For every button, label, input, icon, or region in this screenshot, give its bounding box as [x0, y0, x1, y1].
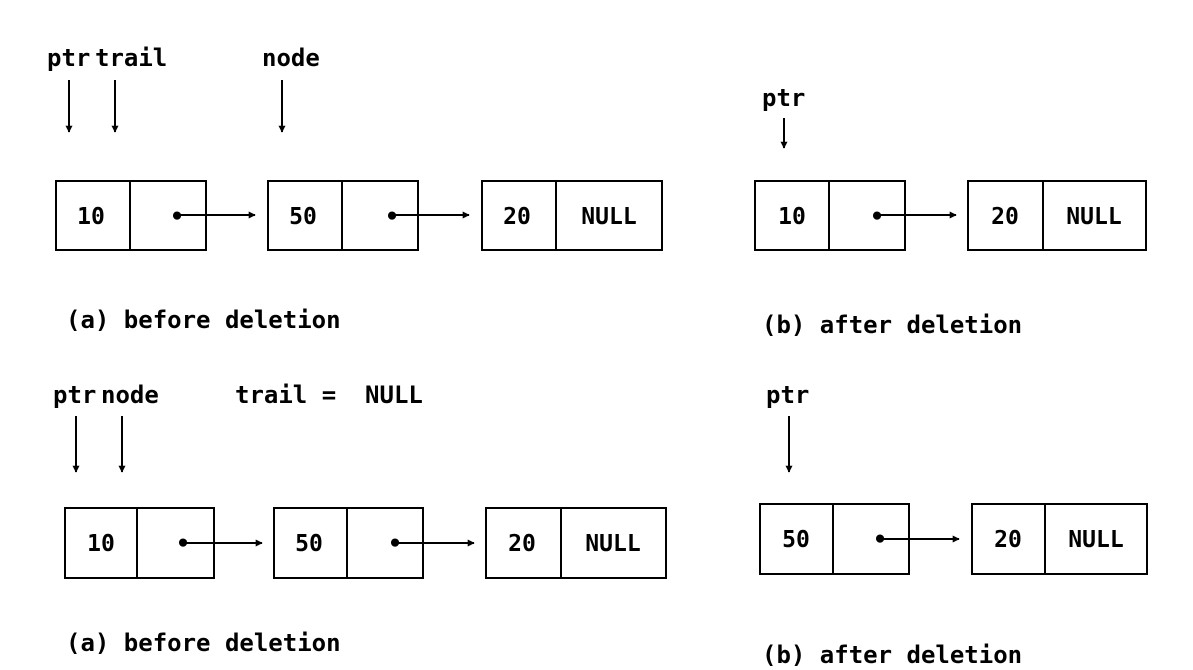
node-value: 50 — [782, 527, 810, 553]
node-link-dot: • — [385, 204, 399, 230]
list-node: 20 NULL — [971, 503, 1148, 575]
list-node: 10 • — [64, 507, 215, 579]
pointer-label-node: node — [101, 381, 159, 409]
node-box — [971, 503, 1148, 575]
node-value: 20 — [994, 527, 1022, 553]
node-value: 10 — [77, 204, 105, 230]
node-link-null: NULL — [581, 204, 636, 230]
node-box — [481, 180, 663, 251]
node-box — [485, 507, 667, 579]
list-node: 20 NULL — [481, 180, 663, 251]
list-node: 10 • — [55, 180, 207, 251]
node-value: 10 — [778, 204, 806, 230]
diagram-before-deletion-2: ptr node trail = NULL 10 • 50 • 20 NULL … — [53, 381, 667, 657]
pointer-label-trail: trail — [95, 44, 167, 72]
pointer-label-ptr: ptr — [766, 381, 809, 409]
node-value: 20 — [503, 204, 531, 230]
list-node: 20 NULL — [485, 507, 667, 579]
node-link-dot: • — [873, 527, 887, 553]
caption-after-deletion: (b) after deletion — [762, 311, 1022, 339]
node-link-null: NULL — [1068, 527, 1123, 553]
node-link-dot: • — [176, 531, 190, 557]
pointer-label-ptr: ptr — [53, 381, 96, 409]
node-link-dot: • — [388, 531, 402, 557]
diagram-before-deletion-1: ptr trail node 10 • 50 • 20 NULL — [47, 44, 663, 334]
node-link-null: NULL — [585, 531, 640, 557]
node-link-dot: • — [170, 204, 184, 230]
list-node: 50 • — [267, 180, 419, 251]
pointer-label-ptr: ptr — [47, 44, 90, 72]
node-value: 20 — [991, 204, 1019, 230]
node-value: 50 — [295, 531, 323, 557]
node-link-dot: • — [870, 204, 884, 230]
diagram-after-deletion-2: ptr 50 • 20 NULL (b) after deletion — [759, 381, 1148, 669]
caption-before-deletion: (a) before deletion — [66, 306, 341, 334]
node-value: 10 — [87, 531, 115, 557]
node-link-null: NULL — [1066, 204, 1121, 230]
caption-after-deletion: (b) after deletion — [762, 641, 1022, 669]
pointer-label-node: node — [262, 44, 320, 72]
node-value: 50 — [289, 204, 317, 230]
list-node: 20 NULL — [967, 180, 1147, 251]
note-trail-null: trail = NULL — [235, 381, 423, 409]
pointer-label-ptr: ptr — [762, 84, 805, 112]
caption-before-deletion: (a) before deletion — [66, 629, 341, 657]
node-value: 20 — [508, 531, 536, 557]
list-node: 50 • — [759, 503, 910, 575]
diagram-after-deletion-1: ptr 10 • 20 NULL (b) after deletion — [754, 84, 1147, 339]
node-box — [967, 180, 1147, 251]
